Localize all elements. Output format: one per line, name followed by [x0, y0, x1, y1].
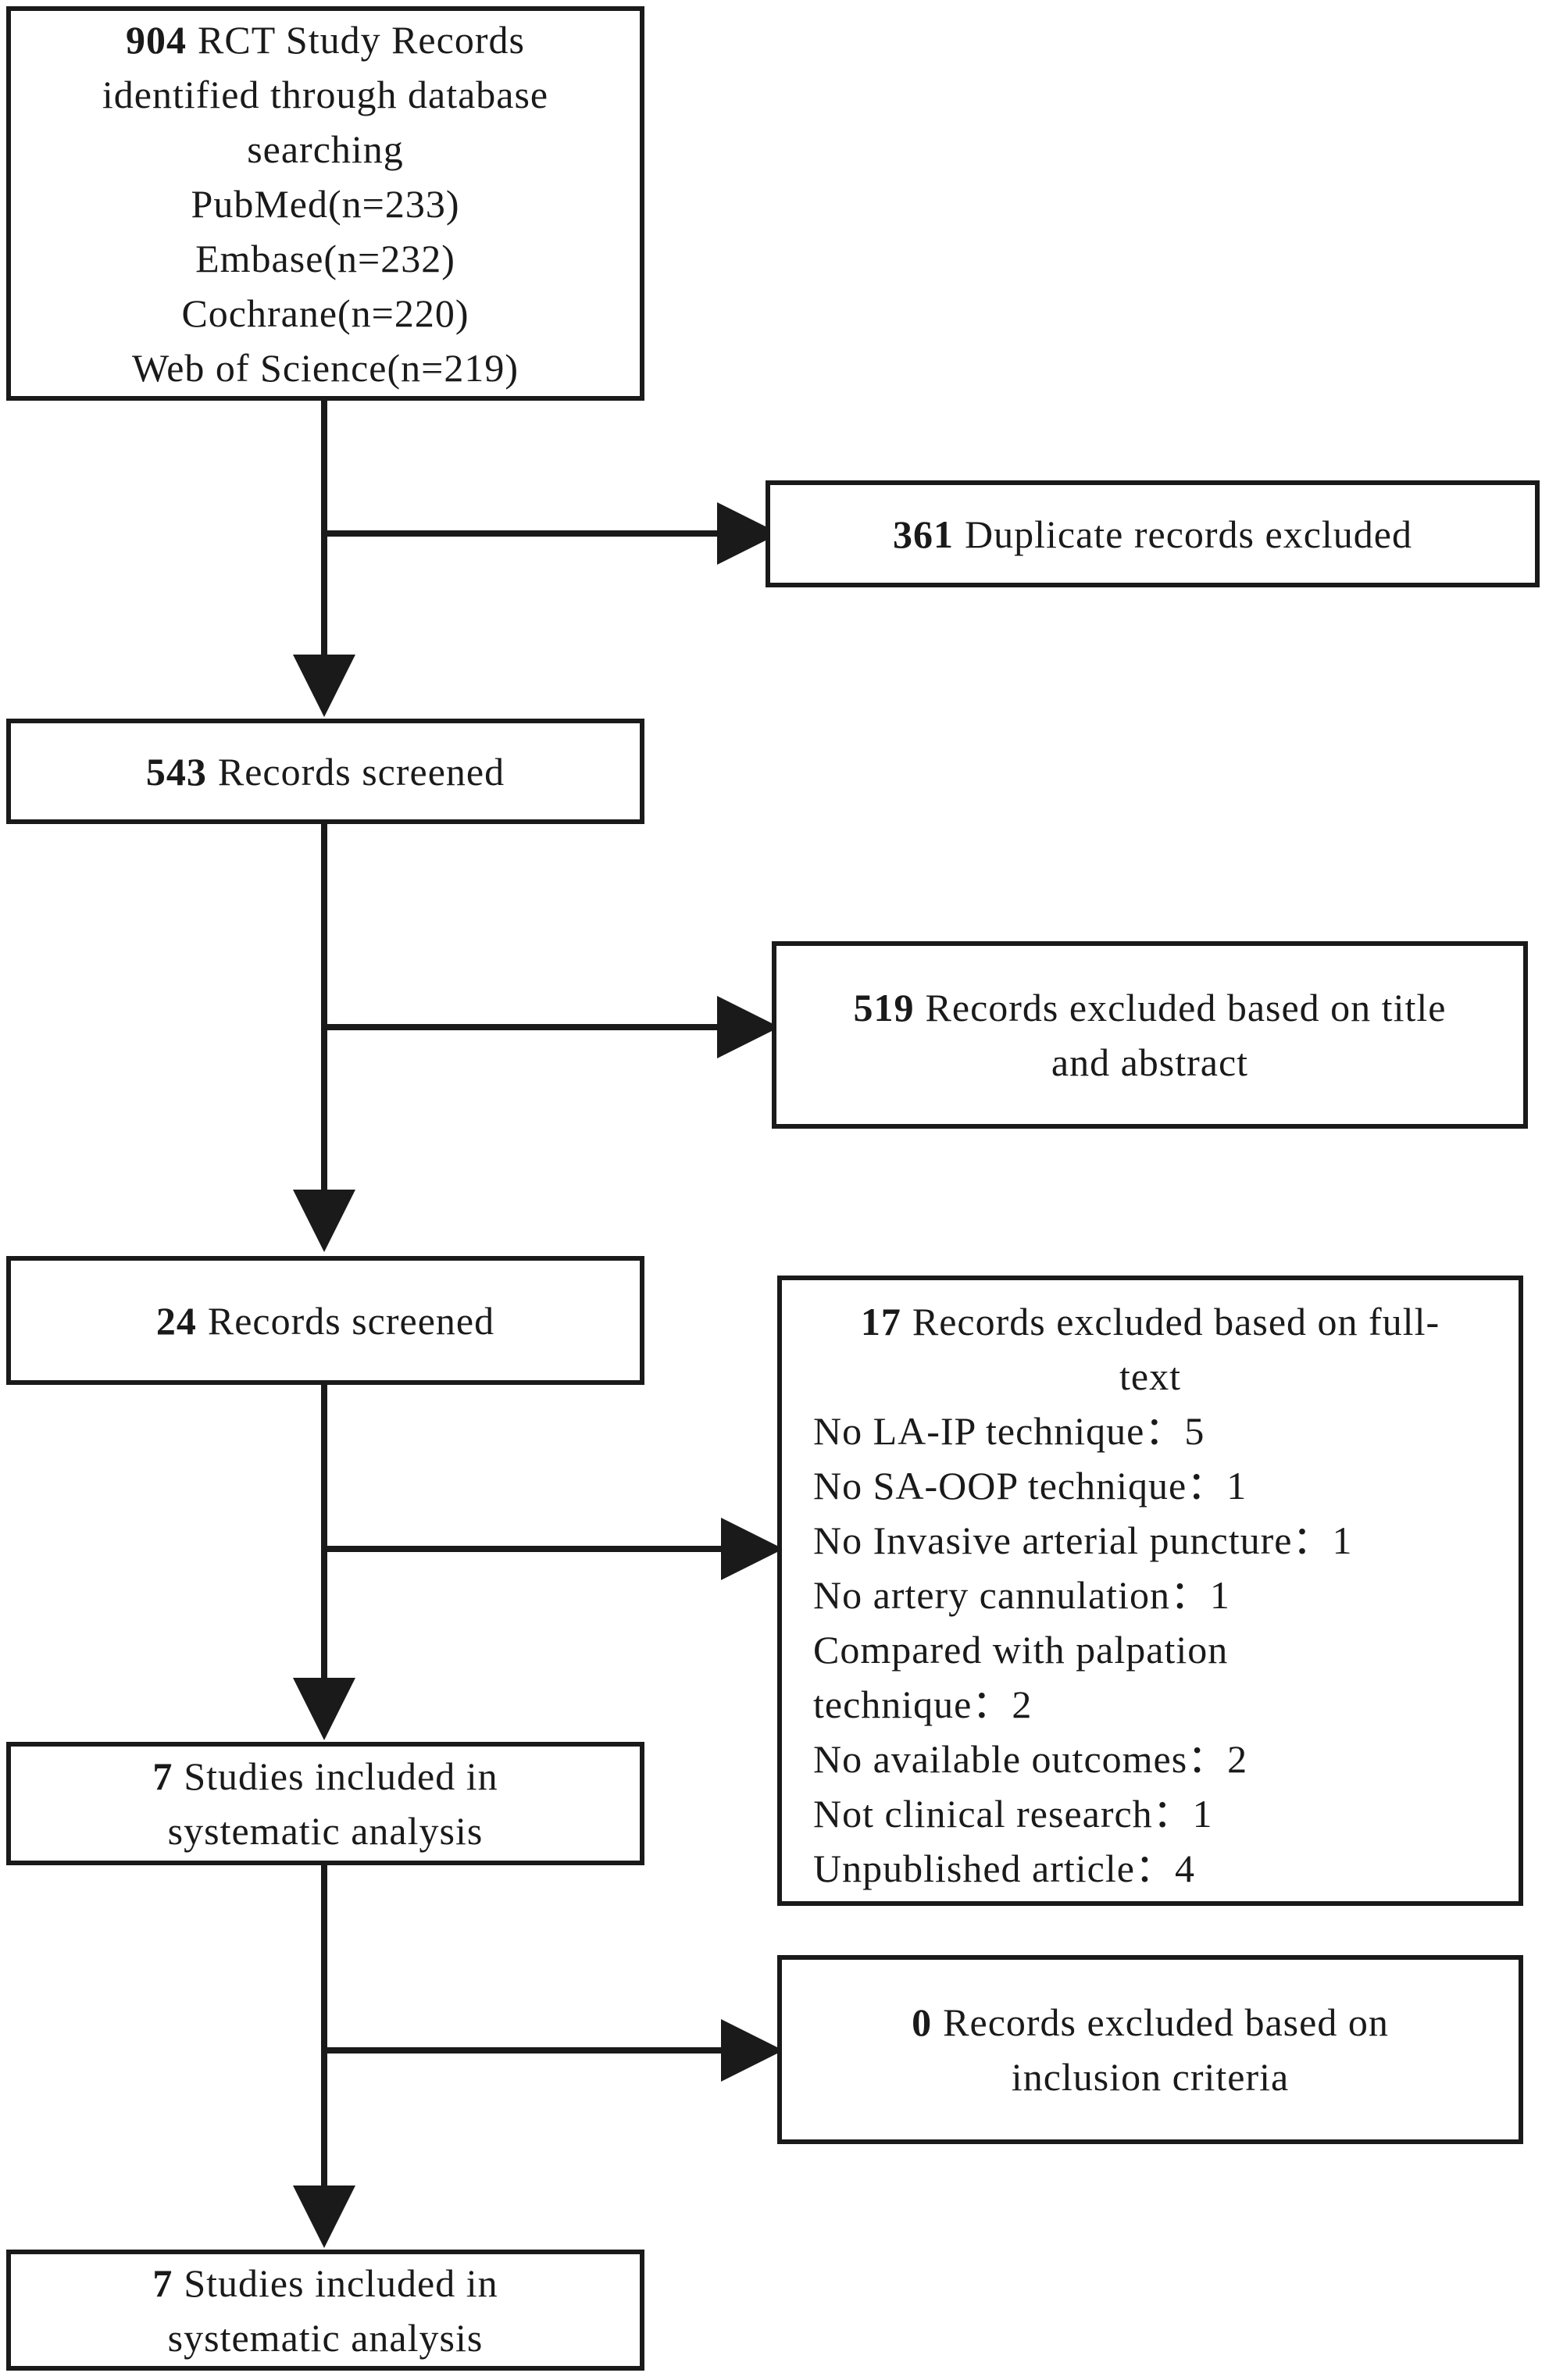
excluded-fulltext-header-2: text: [1119, 1354, 1181, 1398]
reason-item: technique：2: [813, 1682, 1033, 1726]
identified-line-7: Web of Science(n=219): [132, 345, 519, 390]
duplicates-count: 361: [893, 512, 954, 556]
reason-item: No SA-OOP technique：1: [813, 1464, 1247, 1508]
identified-count: 904: [126, 17, 187, 62]
reason-item: No LA-IP technique：5: [813, 1409, 1205, 1453]
included-1-count: 7: [152, 1754, 173, 1798]
excluded-fulltext-box: 17 Records excluded based on full- text N…: [777, 1276, 1523, 1906]
screened-1-count: 543: [145, 749, 207, 794]
identified-line-1: RCT Study Records: [198, 17, 525, 62]
reason-item: No artery cannulation：1: [813, 1573, 1230, 1617]
identified-line-5: Embase(n=232): [195, 236, 455, 280]
screened-2-count: 24: [155, 1298, 197, 1343]
duplicates-text: Duplicate records excluded: [965, 512, 1412, 556]
excluded-inclusion-count: 0: [912, 2000, 933, 2044]
excluded-title-line-2: and abstract: [1051, 1040, 1249, 1084]
reason-item: No available outcomes：2: [813, 1737, 1248, 1781]
included-2-count: 7: [152, 2260, 173, 2305]
reason-item: Unpublished article：4: [813, 1847, 1195, 1890]
identified-line-2: identified through database: [102, 72, 549, 116]
screened-2-text: Records screened: [207, 1298, 495, 1343]
excluded-inclusion-line-1: Records excluded based on: [943, 2000, 1389, 2044]
identified-line-6: Cochrane(n=220): [181, 291, 469, 335]
screened-1-text: Records screened: [217, 749, 505, 794]
excluded-title-line-1: Records excluded based on title: [925, 986, 1447, 1029]
included-2-line-2: systematic analysis: [167, 2315, 484, 2360]
included-1-line-2: systematic analysis: [167, 1809, 484, 1853]
identified-line-3: searching: [247, 127, 404, 171]
excluded-title-count: 519: [853, 986, 915, 1029]
identified-line-4: PubMed(n=233): [191, 181, 460, 226]
reason-item: Not clinical research：1: [813, 1792, 1213, 1836]
reason-item: No Invasive arterial puncture：1: [813, 1518, 1353, 1562]
excluded-fulltext-count: 17: [860, 1300, 901, 1343]
included-1-line-1: Studies included in: [184, 1754, 498, 1798]
reason-item: Compared with palpation: [813, 1628, 1229, 1672]
included-2-line-1: Studies included in: [184, 2260, 498, 2305]
excluded-inclusion-line-2: inclusion criteria: [1011, 2055, 1290, 2099]
excluded-fulltext-header-1: Records excluded based on full-: [912, 1300, 1440, 1343]
